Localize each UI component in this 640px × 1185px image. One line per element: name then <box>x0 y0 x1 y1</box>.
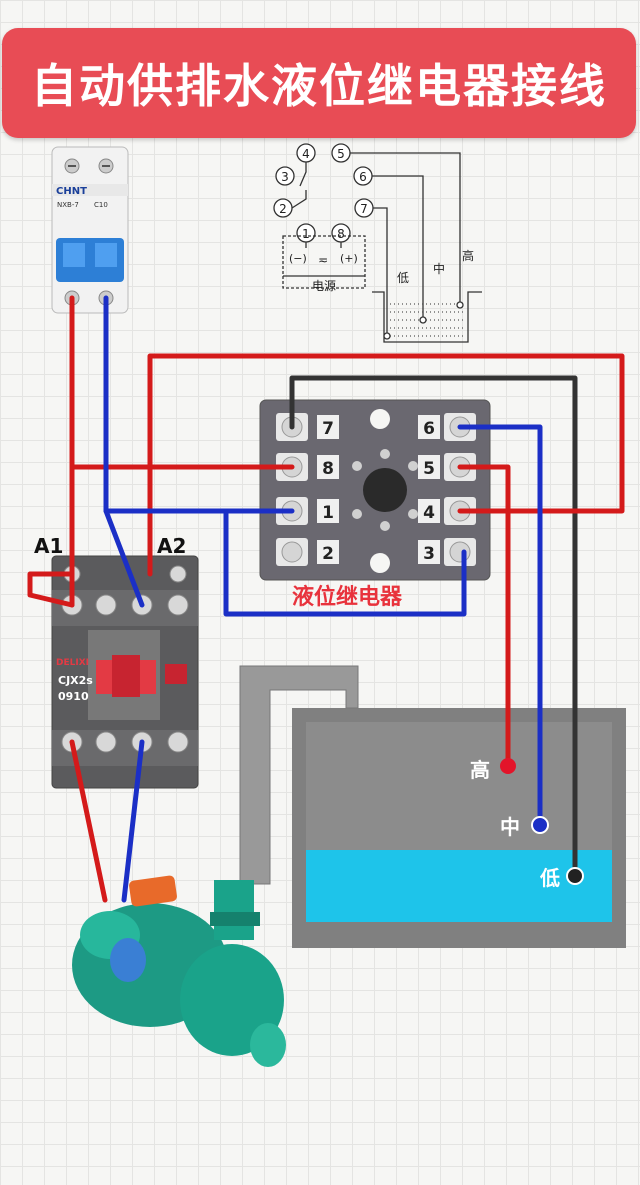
probe-high-tip <box>500 758 516 774</box>
relay-schematic: 4 5 3 6 2 7 1 8 <box>273 143 482 343</box>
svg-text:7: 7 <box>360 202 368 216</box>
relay-pin-1: 1 <box>322 503 334 523</box>
contactor-terminal-a2: A2 <box>157 534 186 558</box>
svg-text:6: 6 <box>359 170 367 184</box>
schematic-minus: (−) <box>289 252 307 265</box>
title-banner: 自动供排水液位继电器接线 <box>2 28 636 138</box>
relay-pin-5: 5 <box>423 459 435 479</box>
wire-black-low <box>289 375 578 879</box>
contactor-icon <box>51 555 199 789</box>
wire-red-high <box>457 464 511 769</box>
svg-text:5: 5 <box>337 147 345 161</box>
tank-probe-low-label: 低 <box>539 866 560 890</box>
relay-pin-4: 4 <box>423 503 435 523</box>
schematic-probe-mid: 中 <box>433 261 445 276</box>
relay-pin-2: 2 <box>322 544 334 564</box>
schematic-pin-4: 4 <box>296 143 316 163</box>
schematic-pin-3: 3 <box>275 166 295 186</box>
contactor-model: CJX2s <box>58 674 93 687</box>
circuit-breaker-icon <box>51 146 129 314</box>
contactor-code: 0910 <box>58 690 89 703</box>
probe-low-tip <box>566 867 584 885</box>
wire-red-a1-jumper <box>27 571 75 608</box>
tank-probe-high-label: 高 <box>470 758 490 782</box>
schematic-pin-1: 1 <box>296 223 316 243</box>
svg-text:4: 4 <box>302 147 310 161</box>
svg-text:8: 8 <box>337 227 345 241</box>
water-tank-icon <box>239 665 626 948</box>
schematic-ac-dc-symbol: ≂ <box>318 253 328 267</box>
wire-blue-mid <box>457 424 543 828</box>
breaker-model: NXB-7 <box>57 201 79 209</box>
schematic-pin-6: 6 <box>353 166 373 186</box>
relay-pin-8: 8 <box>322 459 334 479</box>
schematic-pin-8: 8 <box>331 223 351 243</box>
wire-blue-contactor <box>103 508 145 608</box>
wire-red-upper <box>147 353 625 577</box>
schematic-probe-high: 高 <box>462 248 474 263</box>
wire-blue-pump <box>121 739 145 903</box>
schematic-plus: (+) <box>340 252 358 265</box>
svg-text:1: 1 <box>302 227 310 241</box>
probe-mid-tip <box>531 816 549 834</box>
breaker-brand: CHNT <box>56 186 87 197</box>
relay-label: 液位继电器 <box>292 584 403 610</box>
contactor-brand: DELIXI <box>56 658 89 668</box>
schematic-power-label: 电源 <box>312 279 336 293</box>
tank-probe-mid-label: 中 <box>500 815 520 839</box>
wire-red-pump <box>69 739 108 903</box>
relay-pin-3: 3 <box>423 544 435 564</box>
relay-pin-6: 6 <box>423 419 435 439</box>
schematic-pin-7: 7 <box>354 198 374 218</box>
contactor-terminal-a1: A1 <box>34 534 63 558</box>
wiring <box>27 295 625 903</box>
breaker-rating: C10 <box>94 201 108 209</box>
relay-pin-7: 7 <box>322 419 334 439</box>
schematic-pin-2: 2 <box>273 198 293 218</box>
relay-socket-icon <box>259 399 491 581</box>
water-pump-icon <box>72 875 286 1067</box>
svg-text:2: 2 <box>279 202 287 216</box>
schematic-probe-low: 低 <box>397 271 409 285</box>
schematic-pin-5: 5 <box>331 143 351 163</box>
page-title: 自动供排水液位继电器接线 <box>31 59 607 113</box>
svg-text:3: 3 <box>281 170 289 184</box>
wire-blue-loop <box>223 508 467 617</box>
